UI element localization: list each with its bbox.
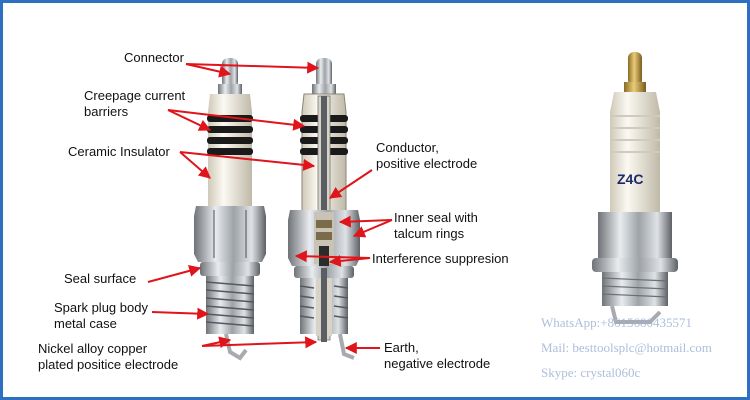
label-inner-seal-line2: talcum rings — [394, 226, 465, 241]
arrow — [201, 336, 318, 349]
label-nickel-line1: Nickel alloy copper — [38, 341, 148, 356]
arrow — [352, 219, 393, 238]
label-creepage-line2: barriers — [84, 104, 129, 119]
label-interference: Interference suppresion — [372, 251, 509, 266]
label-earth-line1: Earth, — [384, 340, 419, 355]
watermark-mail: Mail: besttoolsplc@hotmail.com — [541, 340, 712, 355]
arrow — [179, 151, 211, 179]
label-creepage-line1: Creepage current — [84, 88, 186, 103]
creepage-rib — [207, 126, 253, 133]
arrow — [185, 61, 320, 74]
arrow — [151, 307, 210, 320]
label-earth-line2: negative electrode — [384, 356, 491, 371]
arrow — [338, 215, 393, 228]
arrow — [147, 265, 202, 283]
talcum-ring — [316, 232, 332, 240]
watermark-whatsapp: WhatsApp:+8615680435571 — [541, 315, 693, 330]
label-connector: Connector — [124, 50, 184, 65]
label-conductor-line1: Conductor, — [376, 140, 439, 155]
label-ceramic-insulator: Ceramic Insulator — [68, 144, 170, 159]
label-nickel-line2: plated positice electrode — [38, 357, 179, 372]
spark-plug-cutaway — [288, 58, 360, 360]
product-marking: Z4C — [617, 171, 644, 187]
creepage-rib — [207, 148, 253, 155]
creepage-rib — [207, 137, 253, 144]
watermark-skype: Skype: crystal060c — [541, 365, 641, 380]
label-body-line1: Spark plug body — [54, 300, 148, 315]
spark-plug-photo — [592, 52, 678, 324]
label-body-line2: metal case — [54, 316, 117, 331]
arrow — [179, 151, 316, 171]
label-inner-seal-line1: Inner seal with — [394, 210, 478, 225]
brass-terminal — [628, 52, 642, 86]
talcum-ring — [316, 220, 332, 228]
seal-washer — [200, 262, 260, 276]
arrow — [329, 169, 373, 199]
arrow — [167, 109, 212, 131]
arrow — [185, 63, 232, 78]
label-conductor-line2: positive electrode — [376, 156, 478, 171]
arrow — [167, 109, 306, 131]
label-seal-surface: Seal surface — [64, 271, 137, 286]
hex-nut — [194, 206, 266, 262]
arrow — [294, 250, 371, 263]
conductor-rod — [321, 96, 327, 246]
annotation-arrows — [147, 61, 393, 354]
